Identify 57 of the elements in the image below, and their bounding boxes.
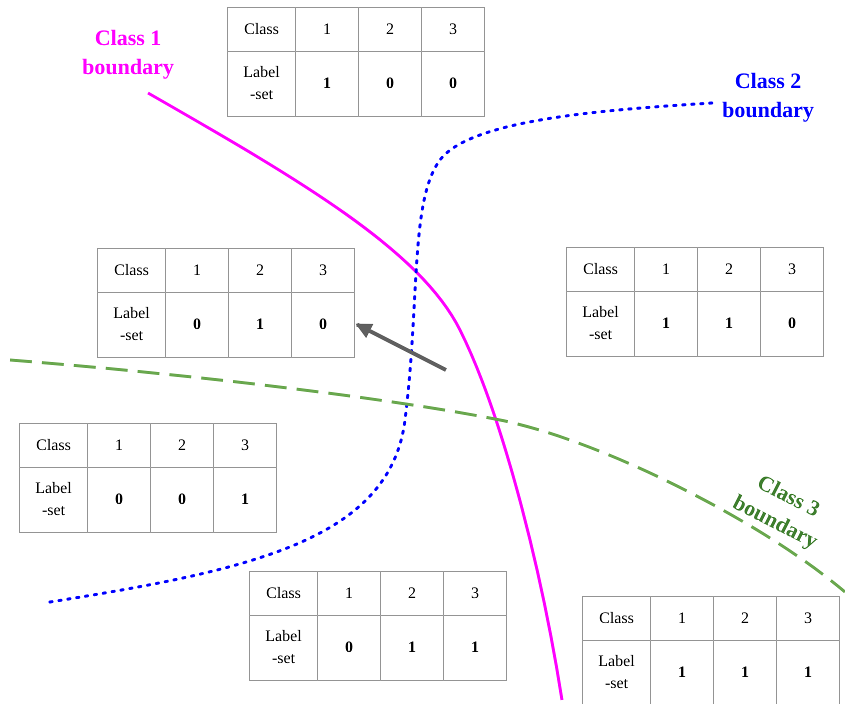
label-value: 1	[635, 292, 698, 357]
class-number: 2	[359, 8, 422, 52]
label-value: 0	[292, 293, 355, 358]
label-set-table	[582, 596, 840, 704]
label-set-header: Label -set	[228, 52, 296, 117]
class-number: 3	[422, 8, 485, 52]
label-value: 0	[359, 52, 422, 117]
label-value: 1	[214, 468, 277, 533]
label-value: 1	[296, 52, 359, 117]
class-number: 2	[229, 249, 292, 293]
class-header: Class	[583, 597, 651, 641]
label-set-header: Label -set	[98, 293, 166, 358]
class-header: Class	[567, 248, 635, 292]
class-number: 3	[292, 249, 355, 293]
class-number: 2	[698, 248, 761, 292]
boundary-label: Class 2 boundary	[721, 67, 815, 124]
label-value: 0	[318, 616, 381, 681]
label-set-header: Label -set	[20, 468, 88, 533]
label-value: 1	[714, 641, 777, 704]
class-number: 3	[214, 424, 277, 468]
label-value: 1	[651, 641, 714, 704]
class-header: Class	[250, 572, 318, 616]
class-header: Class	[228, 8, 296, 52]
class-number: 2	[381, 572, 444, 616]
label-value: 1	[381, 616, 444, 681]
label-value: 0	[151, 468, 214, 533]
class-number: 3	[761, 248, 824, 292]
class-number: 2	[151, 424, 214, 468]
class-header: Class	[20, 424, 88, 468]
class-number: 1	[651, 597, 714, 641]
label-value: 0	[166, 293, 229, 358]
label-value: 0	[88, 468, 151, 533]
label-set-table	[97, 248, 355, 358]
class-header: Class	[98, 249, 166, 293]
label-value: 0	[422, 52, 485, 117]
label-set-table	[249, 571, 507, 681]
label-set-table	[566, 247, 824, 357]
boundary-label: Class 1 boundary	[81, 24, 175, 81]
class-number: 1	[88, 424, 151, 468]
label-value: 0	[761, 292, 824, 357]
label-set-table	[19, 423, 277, 533]
label-set-header: Label -set	[583, 641, 651, 704]
arrow	[356, 322, 447, 372]
label-set-header: Label -set	[250, 616, 318, 681]
label-value: 1	[698, 292, 761, 357]
label-set-header: Label -set	[567, 292, 635, 357]
class-number: 1	[296, 8, 359, 52]
label-set-table	[227, 7, 485, 117]
class-number: 3	[444, 572, 507, 616]
class-number: 1	[318, 572, 381, 616]
class-number: 1	[635, 248, 698, 292]
class-number: 1	[166, 249, 229, 293]
label-value: 1	[444, 616, 507, 681]
label-value: 1	[777, 641, 840, 704]
label-value: 1	[229, 293, 292, 358]
class-number: 2	[714, 597, 777, 641]
class-number: 3	[777, 597, 840, 641]
